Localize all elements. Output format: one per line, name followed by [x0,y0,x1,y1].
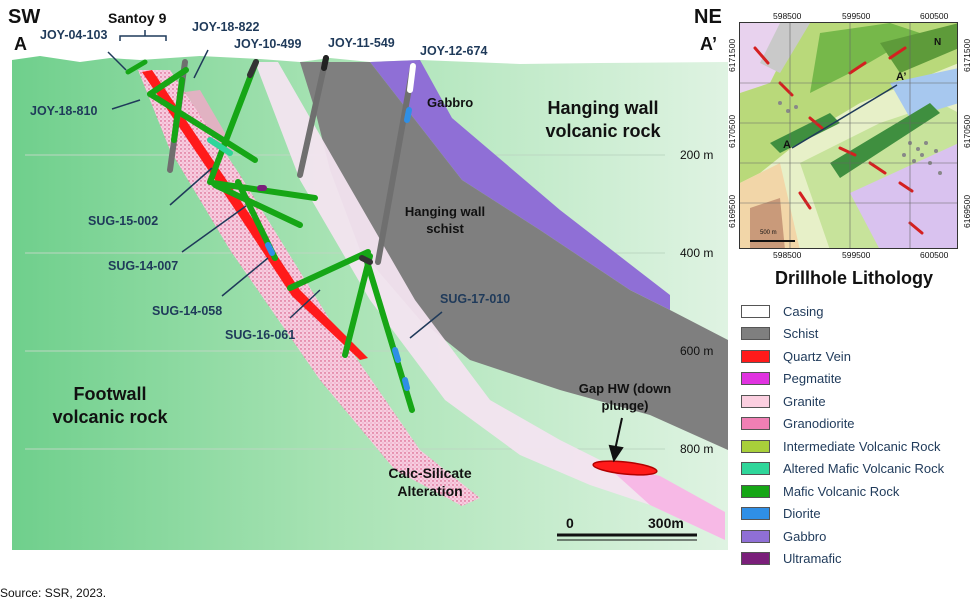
scale-start-label: 0 [566,515,574,531]
hole-label-sug-14-058: SUG-14-058 [152,304,223,318]
legend-swatch [741,462,770,475]
legend-swatch [741,394,770,408]
corner-ne: NE [694,6,722,28]
hole-label-sug-15-002: SUG-15-002 [88,214,159,228]
legend-item: Granodiorite [741,414,855,434]
legend-swatch [741,552,770,565]
hole-label-joy-12-674: JOY-12-674 [420,44,488,58]
hole-label-sug-16-061: SUG-16-061 [225,328,296,342]
legend-swatch [741,372,770,385]
hole-label-joy-10-499: JOY-10-499 [234,37,302,51]
legend-item: Intermediate Volcanic Rock [741,436,941,456]
legend-item: Schist [741,324,818,344]
inset-left-tick-2: 6170500 [727,114,737,148]
legend-item: Granite [741,391,826,411]
hole-label-joy-18-810: JOY-18-810 [30,104,98,118]
inset-bottom-tick-2: 599500 [842,250,871,260]
legend-label: Intermediate Volcanic Rock [783,438,941,454]
inset-north-arrow: N [934,37,942,48]
inset-left-tick-1: 6171500 [727,38,737,72]
legend-item: Quartz Vein [741,346,851,366]
inset-top-tick-2: 599500 [842,11,871,21]
label-footwall-volcanic: Footwall volcanic rock [52,384,168,427]
legend-title: Drillhole Lithology [775,268,933,288]
legend-swatch [741,327,770,340]
hole-label-sug-17-010: SUG-17-010 [440,292,511,306]
legend-item: Gabbro [741,526,826,546]
depth-label-400: 400 m [680,246,714,260]
depth-label-600: 600 m [680,344,714,358]
santoy-9-label: Santoy 9 [108,10,167,26]
hole-label-joy-04-103: JOY-04-103 [40,28,108,42]
inset-right-tick-1: 6171500 [962,38,972,72]
source-note: Source: SSR, 2023. [0,586,107,600]
schist-unit [300,62,728,450]
inset-top-tick-3: 600500 [920,11,949,21]
label-hanging-wall-schist: Hanging wall schist [404,204,486,236]
hole-label-sug-14-007: SUG-14-007 [108,259,179,273]
label-gap-hw: Gap HW (down plunge) [578,381,672,413]
legend-label: Mafic Volcanic Rock [783,483,900,499]
inset-section-line [791,84,898,149]
legend-swatch [741,439,770,453]
hole-label-joy-11-549: JOY-11-549 [328,36,395,50]
inset-label-a: A [783,139,791,151]
label-leaders [107,30,443,339]
legend-swatch [741,417,770,430]
legend-item: Mafic Volcanic Rock [741,481,899,501]
inset-scale-label: 500 m [760,230,777,236]
legend-item: Pegmatite [741,369,842,389]
legend-label: Ultramafic [783,551,842,566]
gap-hw-body [592,460,658,476]
hole-label-joy-18-822: JOY-18-822 [192,20,260,34]
inset-right-tick-3: 6169500 [962,194,972,228]
scale-end-label: 300m [648,515,684,531]
granite-band-inner [600,460,725,540]
legend-label: Granite [783,393,826,409]
inset-top-tick-1: 598500 [773,11,802,21]
depth-label-200: 200 m [680,148,714,162]
legend-item: Altered Mafic Volcanic Rock [741,459,944,479]
corner-a-prime: A’ [700,34,718,54]
corner-sw: SW [8,6,41,28]
cross-section [12,30,728,550]
inset-right-tick-2: 6170500 [962,114,972,148]
legend-label: Schist [783,326,819,341]
depth-label-800: 800 m [680,442,714,456]
label-calc-silicate: Calc-Silicate Alteration [388,465,472,499]
legend-label: Granodiorite [783,416,855,431]
legend-swatch [741,349,770,363]
inset-bottom-tick-1: 598500 [773,250,802,260]
legend-swatch [741,507,770,520]
legend-label: Casing [783,303,824,319]
inset-bottom-tick-3: 600500 [920,250,949,260]
quartz-vein [142,70,368,360]
corner-a: A [14,34,27,54]
legend-item: Ultramafic [741,549,842,569]
legend-item: Diorite [741,504,821,524]
legend-label: Diorite [783,506,821,521]
legend-swatch [741,529,770,543]
legend-label: Gabbro [783,528,827,544]
inset-left-tick-3: 6169500 [727,194,737,228]
legend-item: Casing [741,301,823,321]
gap-hw-arrow [608,417,624,463]
gabbro-unit [370,60,670,310]
legend-swatch [741,484,770,498]
scale-bar [557,533,697,541]
legend-label: Quartz Vein [783,348,851,364]
legend-label: Pegmatite [783,371,842,386]
label-gabbro: Gabbro [427,95,474,110]
inset-map: A A’ N 500 m [739,22,958,249]
label-hanging-wall-volcanic: Hanging wall volcanic rock [545,98,661,141]
drillholes [125,55,416,413]
inset-map-geology [740,23,957,248]
legend-label: Altered Mafic Volcanic Rock [783,461,945,476]
legend-swatch [741,304,770,318]
inset-label-a-prime: A’ [896,71,907,83]
